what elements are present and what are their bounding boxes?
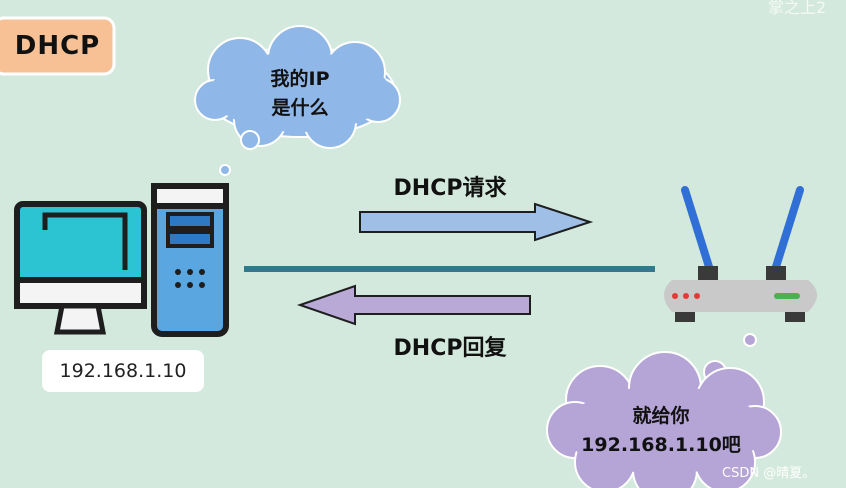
pc-tower-icon [151, 183, 229, 337]
csdn-watermark: CSDN @晴夏。 [722, 466, 816, 481]
reply-arrow [296, 284, 531, 326]
router-thought-line2: 192.168.1.10吧 [581, 434, 741, 456]
client-thought-cloud [194, 25, 401, 176]
client-ip-label: 192.168.1.10 [59, 360, 187, 382]
client-ip-box [42, 350, 204, 392]
router-thought-cloud [546, 333, 782, 488]
top-watermark: 掌之上2 [768, 0, 827, 17]
router-thought-line1: 就给你 [632, 405, 690, 427]
request-label: DHCP请求 [393, 176, 507, 201]
dhcp-tag-label: DHCP [14, 31, 101, 61]
monitor-icon [14, 201, 147, 335]
client-thought-line2: 是什么 [271, 97, 329, 119]
router-icon [664, 186, 817, 322]
client-thought-line1: 我的IP [270, 68, 330, 90]
dhcp-tag [0, 16, 116, 76]
reply-label: DHCP回复 [393, 336, 507, 361]
request-arrow [359, 202, 594, 242]
